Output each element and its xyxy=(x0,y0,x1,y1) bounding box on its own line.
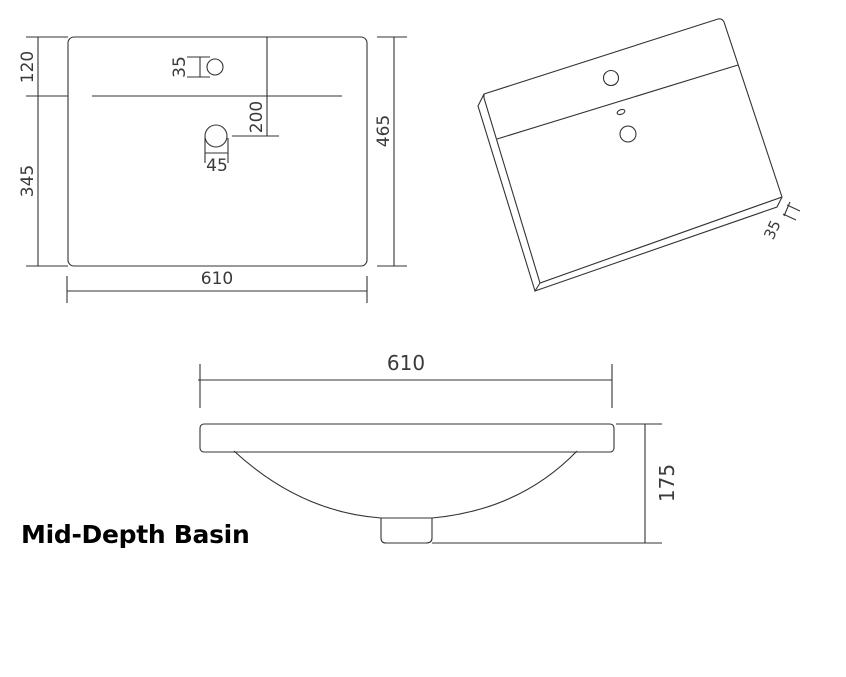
dim-tap-to-waste: 200 xyxy=(247,101,267,133)
waste-outlet xyxy=(380,518,433,544)
waste-hole xyxy=(204,124,228,148)
dim-top-width: 610 xyxy=(201,269,233,289)
basin-outline xyxy=(67,36,368,267)
dim-rim-thickness: 35 xyxy=(760,217,784,242)
dim-height: 175 xyxy=(655,464,679,502)
dim-bowl-section: 345 xyxy=(18,165,38,197)
dim-waste-hole: 45 xyxy=(206,156,228,176)
rim-profile xyxy=(199,423,615,453)
dim-side-width: 610 xyxy=(387,351,425,375)
tap-hole xyxy=(206,58,224,76)
top-plan-view: 120 345 465 610 35 45 200 xyxy=(18,36,407,303)
isometric-view: 35 xyxy=(477,18,801,293)
product-title: Mid-Depth Basin xyxy=(21,520,250,549)
bowl-profile xyxy=(233,450,578,519)
dim-total-depth: 465 xyxy=(374,115,394,147)
dim-tap-hole: 35 xyxy=(170,56,190,78)
dim-rear-deck: 120 xyxy=(18,51,38,83)
side-elevation-view: 610 175 xyxy=(198,351,679,544)
